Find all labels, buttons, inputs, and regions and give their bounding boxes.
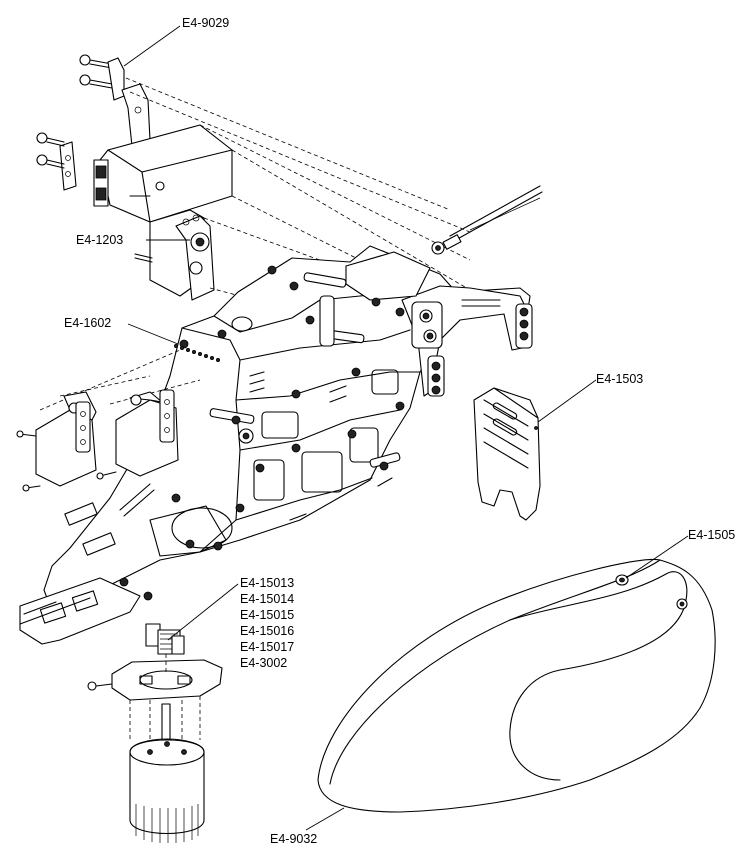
leader-lines (123, 25, 689, 831)
screw (79, 54, 113, 89)
tail-servo-group (134, 209, 431, 301)
frame-bolts (119, 265, 405, 601)
motor-fins (135, 804, 199, 843)
label-canopy: E4-9032 (270, 832, 317, 846)
servo-bracket (107, 57, 125, 101)
label-main-frame: E4-1602 (64, 316, 111, 330)
servo-body (99, 124, 233, 223)
label-motor-part-1: E4-15013 (240, 576, 294, 590)
label-servo-mount: E4-9029 (182, 16, 229, 30)
main-frame-assembly (39, 245, 533, 607)
frame-slots (249, 371, 393, 521)
label-motor-part-6: E4-3002 (240, 656, 287, 670)
front-hole-row (173, 343, 220, 362)
label-motor-part-4: E4-15016 (240, 624, 294, 638)
label-tail-servo-mount: E4-1203 (76, 233, 123, 247)
tail-bracket-part (473, 387, 541, 521)
label-motor-part-5: E4-15017 (240, 640, 294, 654)
label-motor-part-2: E4-15014 (240, 592, 294, 606)
servo-arm-plate (121, 83, 151, 147)
label-tail-bracket: E4-1503 (596, 372, 643, 386)
label-canopy-grommet: E4-1505 (688, 528, 735, 542)
canopy-part (317, 558, 716, 813)
motor-mount-plate (111, 659, 223, 701)
front-servos (16, 389, 179, 492)
screw (36, 132, 65, 169)
pushrod (431, 185, 543, 255)
bottom-plate (19, 483, 155, 645)
top-servo-group (36, 54, 471, 301)
motor-mount-assembly (87, 623, 223, 740)
motor (129, 703, 205, 843)
label-motor-part-3: E4-15015 (240, 608, 294, 622)
